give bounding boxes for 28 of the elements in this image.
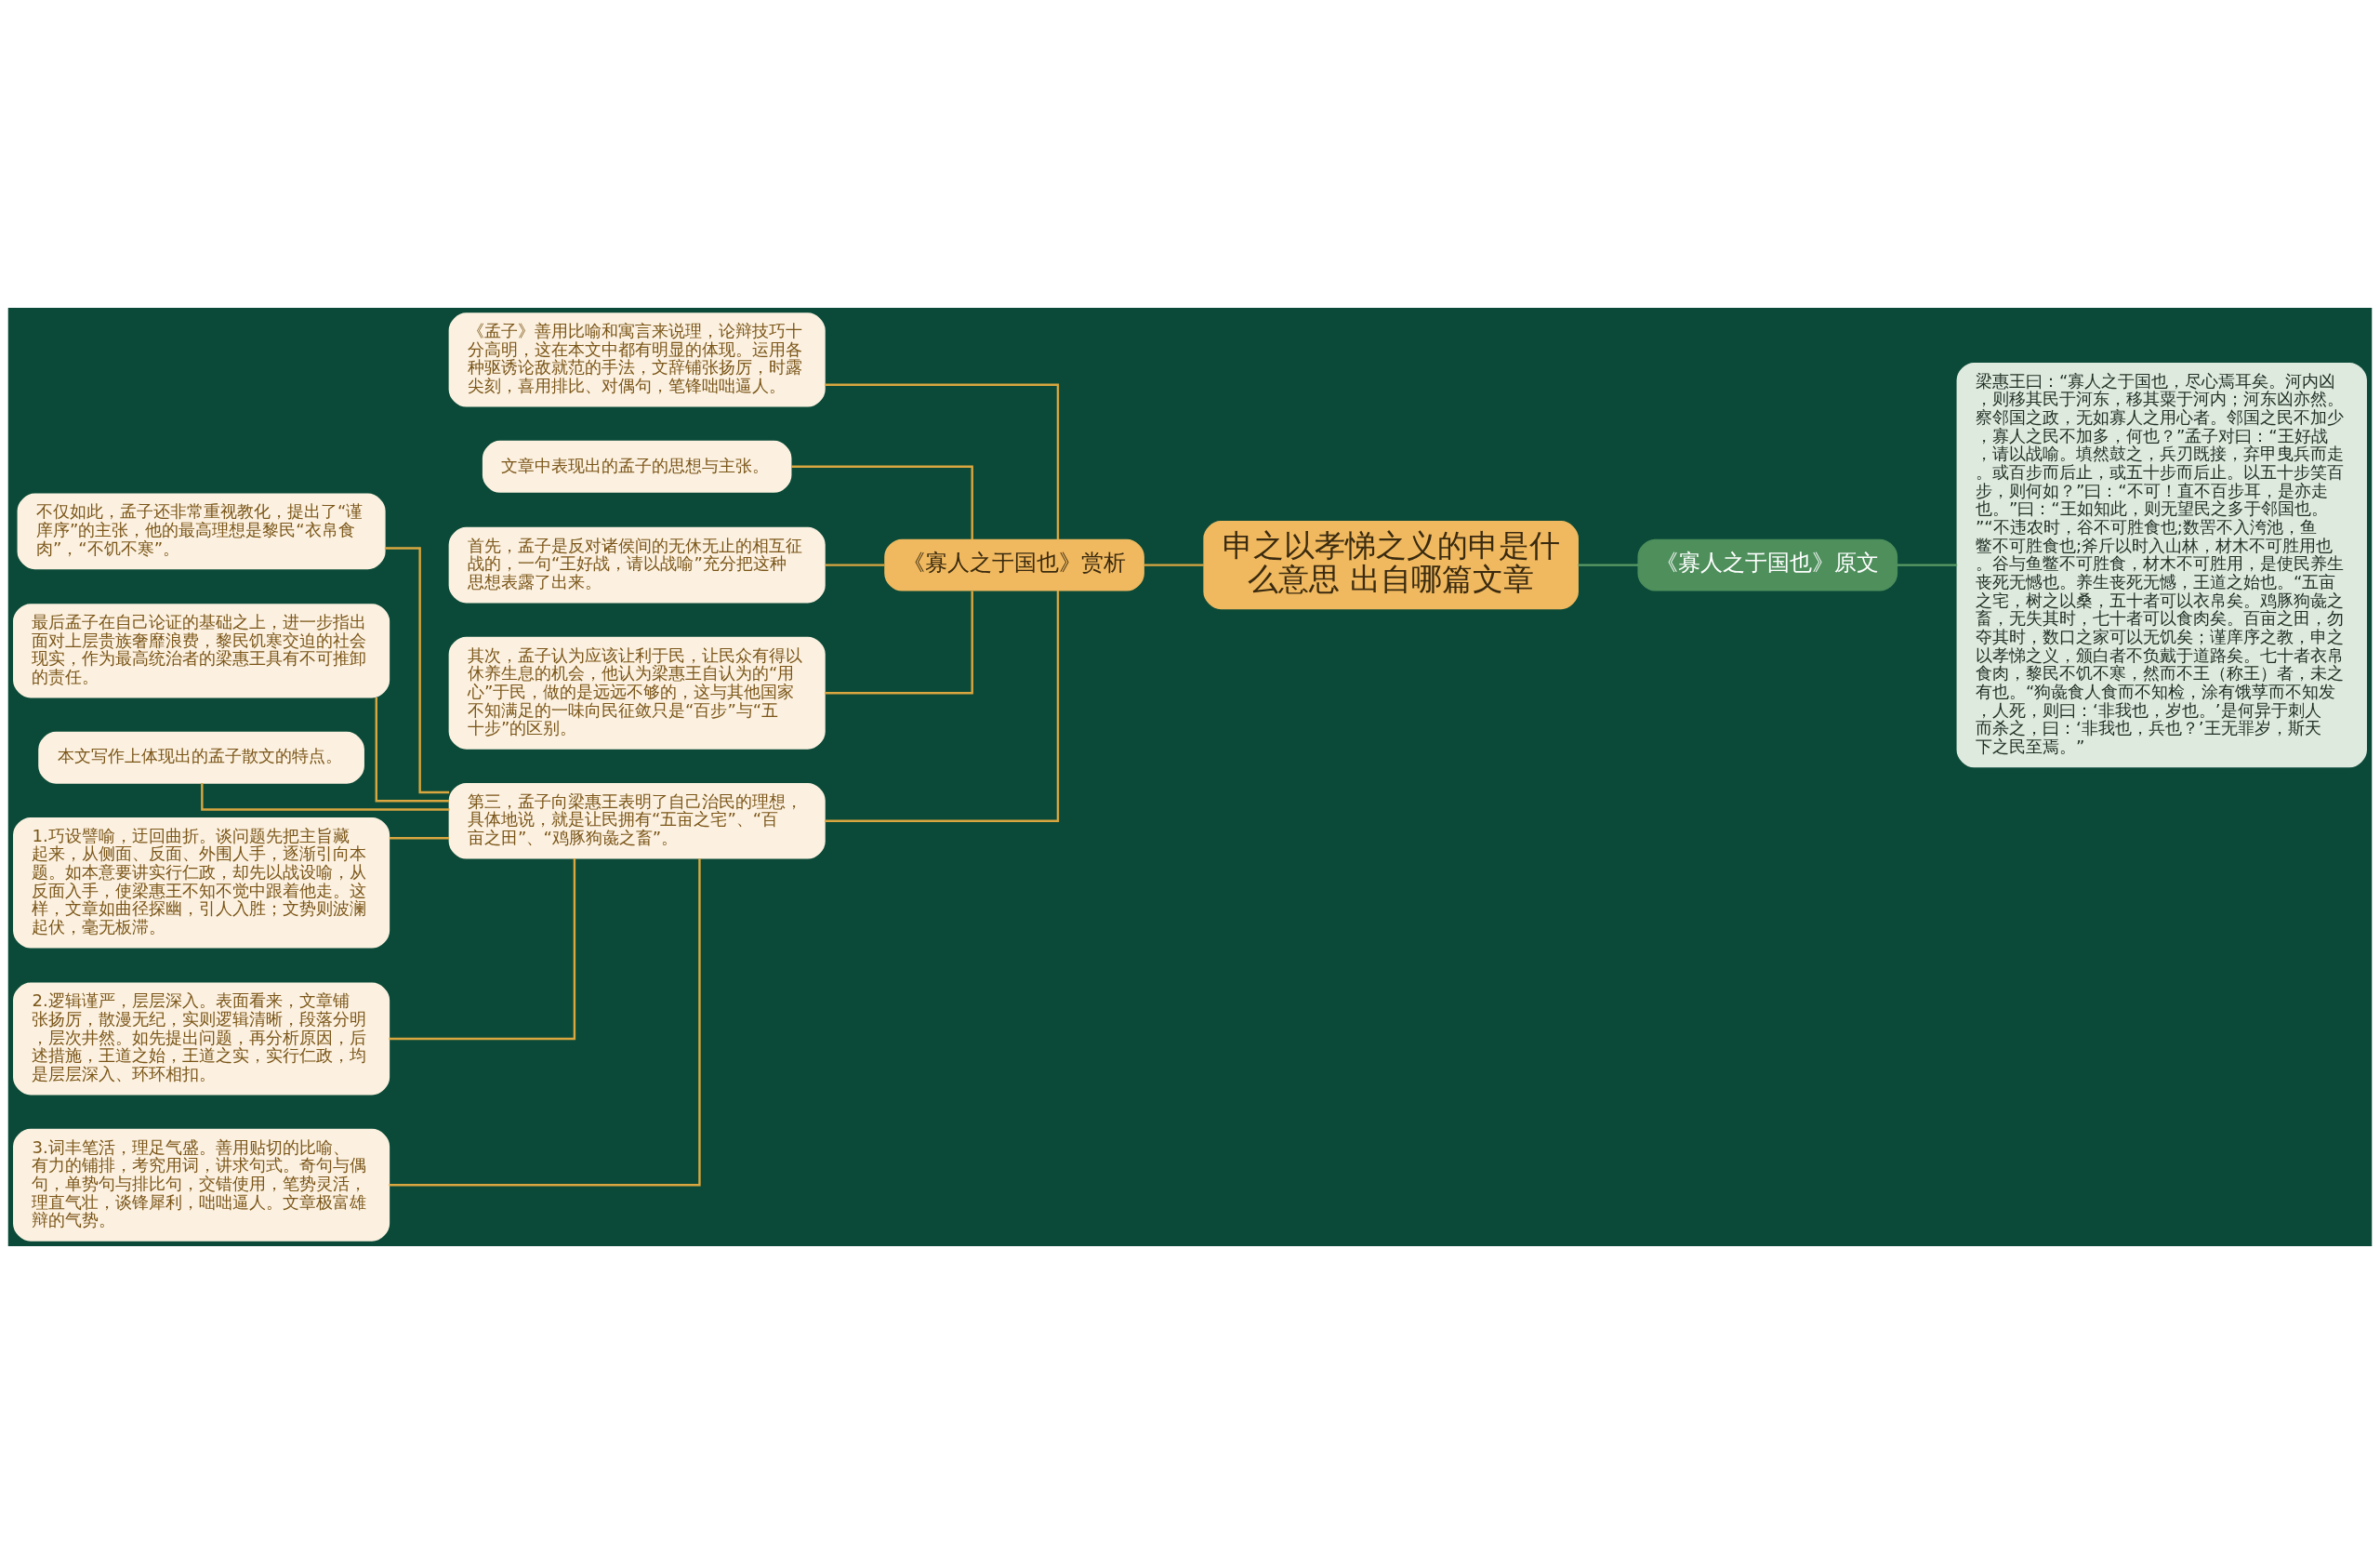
node-box: 3.词丰笔活，理足气盛。善用贴切的比喻、有力的铺排，考究用词，讲求句式。奇句与偶句，单势句与排比句，交错使用，笔势灵活，理直气壮，谈锋犀利，咄咄逼人。文章极富雄辩的气势。 <box>13 1128 390 1242</box>
connector <box>825 591 1060 822</box>
node-box: 文章中表现出的孟子的思想与主张。 <box>482 440 792 493</box>
connector <box>1578 564 1639 566</box>
connector <box>389 837 449 840</box>
node-box: 其次，孟子认为应该让利于民，让民众有得以休养生息的机会，他认为梁惠王自认为的“用心”于民，做的是远远不够的，这与其他国家不知满足的一味向民征敛只是“百步”与“五十步”的区别。 <box>448 636 826 750</box>
node-box: 不仅如此，孟子还非常重视教化，提出了“谨庠序”的主张，他的最高理想是黎民“衣帛食肉”，“不饥不寒”。 <box>17 493 386 570</box>
node-box: 最后孟子在自己论证的基础之上，进一步指出面对上层贵族奢靡浪费，黎民饥寒交迫的社会现实，作为最高统治者的梁惠王具有不可推卸的责任。 <box>13 604 390 698</box>
node-box: 申之以孝悌之义的申是什么意思 出自哪篇文章 <box>1203 521 1579 610</box>
connector <box>375 697 449 803</box>
node-box: 第三，孟子向梁惠王表明了自己治民的理想，具体地说，就是让民拥有“五亩之宅”、“百亩之田”、“鸡豚狗彘之畜”。 <box>448 782 826 859</box>
node-box: 《孟子》善用比喻和寓言来说理，论辩技巧十分高明，这在本文中都有明显的体现。运用各种驱诱论敌就范的手法，文辞铺张扬厉，时露尖刻，喜用排比、对偶句，笔锋咄咄逼人。 <box>448 312 826 407</box>
connector <box>825 564 885 566</box>
connector <box>825 383 1060 540</box>
node-box: 梁惠王曰：“寡人之于国也，尽心焉耳矣。河内凶，则移其民于河东，移其粟于河内；河东凶亦然。察邻国之政，无如寡人之用心者。邻国之民不加少，寡人之民不加多，何也？”孟子对曰：“王好战，请以战喻。填然鼓之，兵刃既接，弃甲曳兵而走。或百步而后止，或五十步而后止。以五十步笑百步，则何如？”曰：“不可！直不百步耳，是亦走也。”曰：“王如知此，则无望民之多于邻国也。”“不违农时，谷不可胜食也;数罟不入洿池，鱼鳖不可胜食也;斧斤以时入山林，材木不可胜用也。谷与鱼鳖不可胜食，材木不可胜用，是使民养生丧死无憾也。养生丧死无憾，王道之始也。“五亩之宅，树之以桑，五十者可以衣帛矣。鸡豚狗彘之畜，无失其时，七十者可以食肉矣。百亩之田，勿夺其时，数口之家可以无饥矣；谨庠序之教，申之以孝悌之义，颁白者不负戴于道路矣。七十者衣帛食肉，黎民不饥不寒，然而不王（称王）者，未之有也。“狗彘食人食而不知检，涂有饿莩而不知发，人死，则曰：‘非我也，岁也。’是何异于刺人而杀之，曰：‘非我也，兵也？’王无罪岁，斯天下之民至焉。” <box>1956 362 2367 768</box>
connector <box>389 858 576 1041</box>
connector <box>389 858 701 1187</box>
connector <box>791 465 973 540</box>
connector <box>1144 564 1204 566</box>
node-box: 首先，孟子是反对诸侯间的无休无止的相互征战的，一句“王好战，请以战喻”充分把这种思想表露了出来。 <box>448 526 826 604</box>
connector <box>825 591 973 695</box>
connector <box>1897 564 1958 566</box>
node-box: 本文写作上体现出的孟子散文的特点。 <box>38 731 364 784</box>
node-box: 2.逻辑谨严，层层深入。表面看来，文章铺张扬厉，散漫无纪，实则逻辑清晰，段落分明，层次井然。如先提出问题，再分析原因，后述措施，王道之始，王道之实，实行仁政，均是层层深入、环环相扣。 <box>13 982 390 1096</box>
node-box: 1.巧设譬喻，迂回曲折。谈问题先把主旨藏起来，从侧面、反面、外围人手，逐渐引向本题。如本意要讲实行仁政，却先以战设喻，从反面入手，使梁惠王不知不觉中跟着他走。这样，文章如曲径探幽，引人入胜；文势则波澜起伏，毫无板滞。 <box>13 817 390 949</box>
node-box: 《寡人之于国也》赏析 <box>884 538 1144 591</box>
connector <box>384 547 450 794</box>
node-box: 《寡人之于国也》原文 <box>1637 538 1898 591</box>
